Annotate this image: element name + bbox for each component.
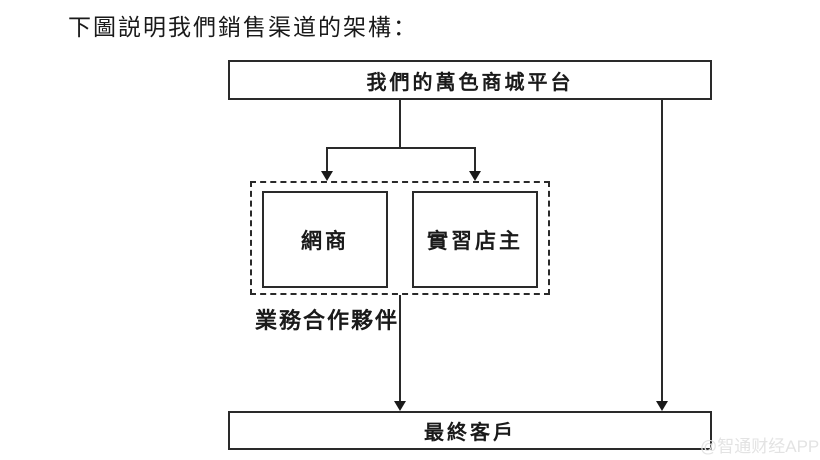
intro-text: 下圖説明我們銷售渠道的架構： [68,15,418,40]
connector-platform-stem [399,100,401,148]
arrowhead-into-left-partner [321,171,333,181]
watermark-text: @智通财经APP [700,437,820,456]
connector-split-bar [326,147,476,149]
partner-group-label: 業務合作夥伴 [255,308,400,333]
flow-node-final-customers: 最終客戶 [228,411,712,450]
flow-node-platform: 我們的萬色商城平台 [228,60,712,100]
connector-platform-to-customers [661,100,663,403]
arrowhead-into-customers-right [656,401,668,411]
arrowhead-into-right-partner [469,171,481,181]
flow-node-online-merchants: 網商 [262,191,388,288]
connector-partners-to-customers [399,295,401,403]
flow-node-platform-label: 我們的萬色商城平台 [366,71,574,94]
flow-node-online-merchants-label: 網商 [301,228,349,253]
flow-node-trainee-shopkeepers: 實習店主 [412,191,538,288]
connector-branch-left [326,147,328,173]
arrowhead-into-customers-left [394,401,406,411]
flow-node-trainee-shopkeepers-label: 實習店主 [427,228,523,253]
flow-node-final-customers-label: 最終客戶 [424,422,516,444]
connector-branch-right [474,147,476,173]
